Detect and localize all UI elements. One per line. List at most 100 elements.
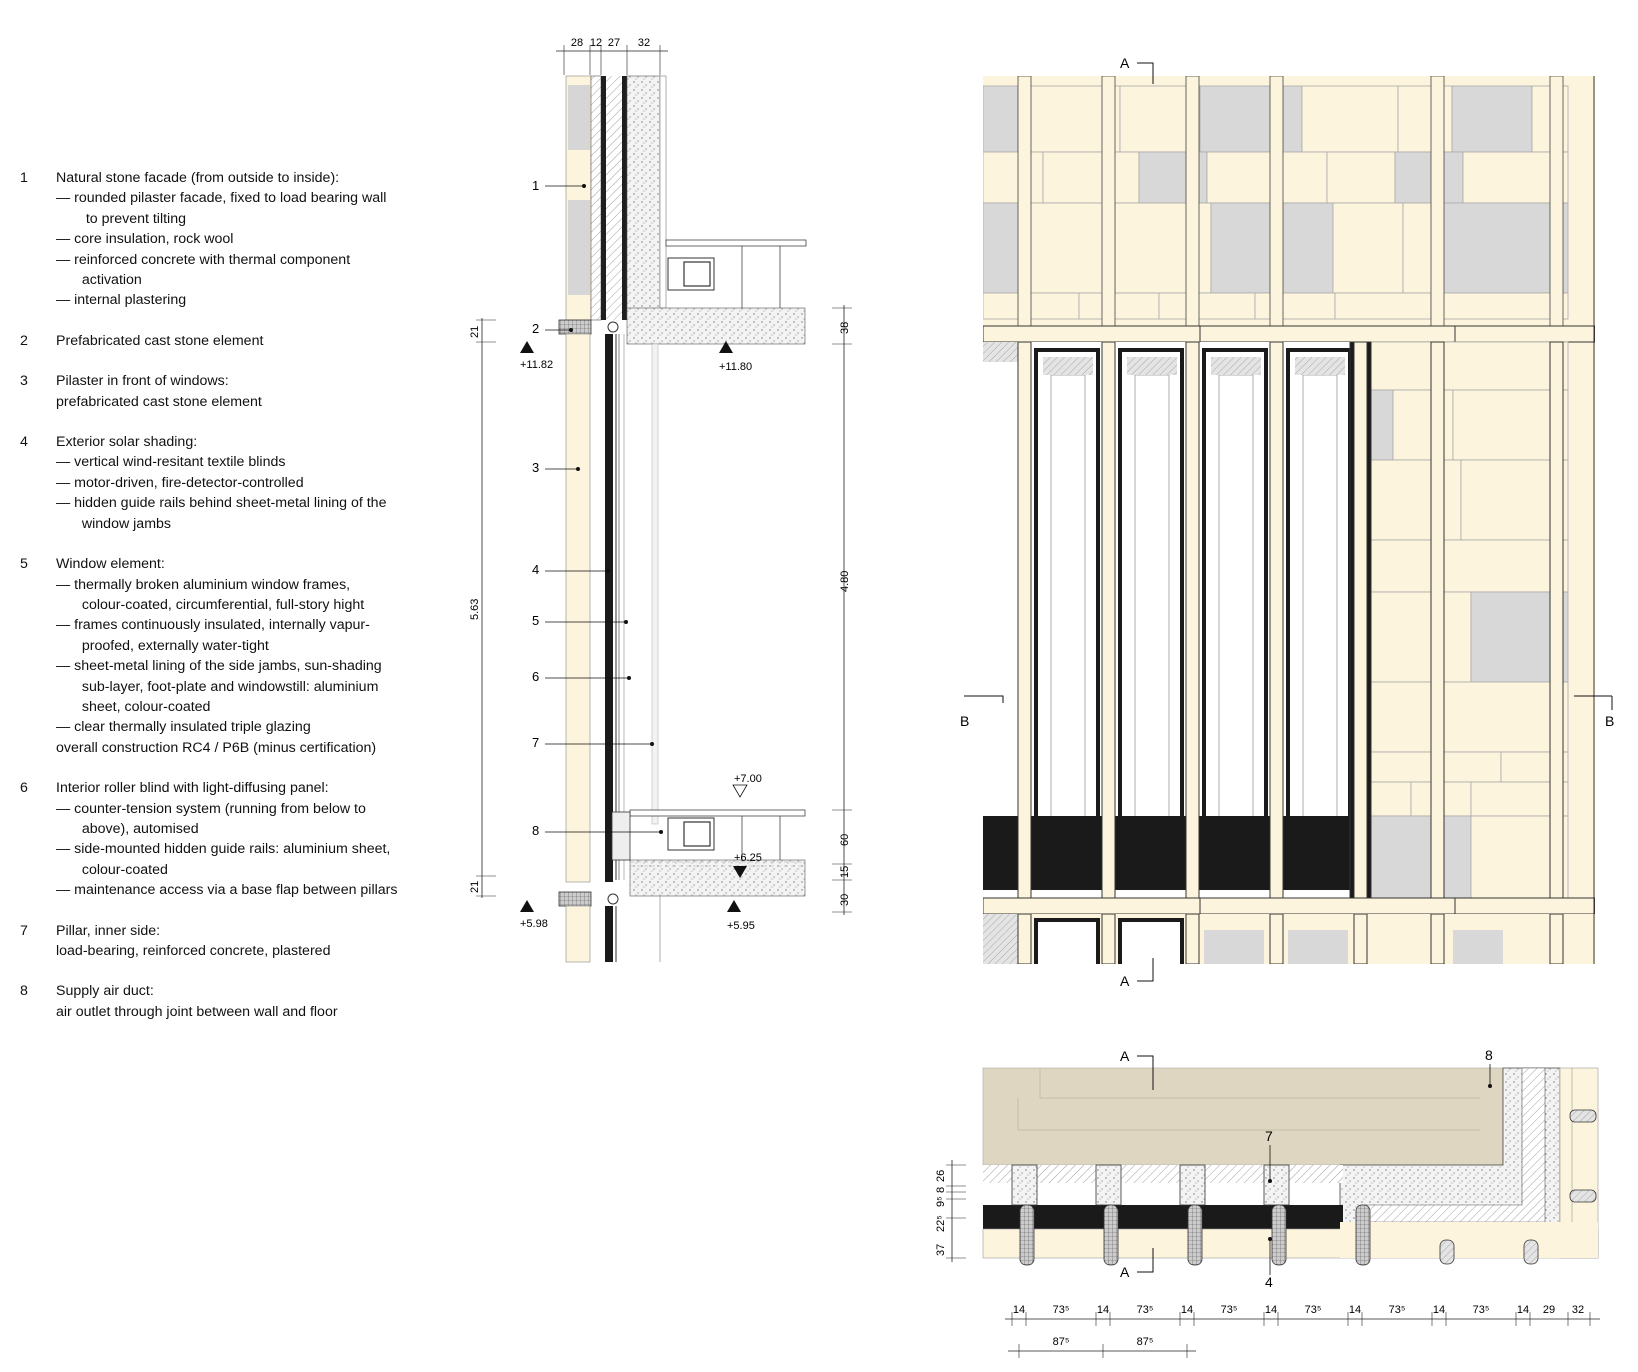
- plan-bottom-dimensions: 14 73⁵ 14 73⁵ 14 73⁵ 14 73⁵ 14 73⁵ 14 73…: [1005, 1304, 1600, 1358]
- plan-bdim-4: 14: [1181, 1304, 1193, 1316]
- legend-item-5: 5 Window element: — thermally broken alumi…: [20, 554, 460, 758]
- elev-cut-a-bottom: A: [1120, 973, 1130, 989]
- section-right-dimensions: 38 4.80 60 15 30: [832, 305, 852, 915]
- plan-bdim-6: 14: [1265, 1304, 1277, 1316]
- legend-number: 7: [20, 922, 28, 939]
- plan-callout-8: 8: [1485, 1047, 1493, 1063]
- legend-line: — hidden guide rails behind sheet-metal …: [56, 495, 387, 532]
- legend-line: — vertical wind-resitant textile blinds: [56, 454, 286, 471]
- legend-body: Pilaster in front of windows:prefabricat…: [56, 371, 460, 412]
- plan-dim-22-5: 22⁵: [935, 1215, 947, 1232]
- legend-heading: Pillar, inner side:: [56, 922, 161, 939]
- legend-heading: Natural stone facade (from outside to in…: [56, 170, 340, 186]
- plan-bdim-8: 14: [1349, 1304, 1361, 1316]
- legend-heading: Interior roller blind with light-diffusi…: [56, 780, 329, 797]
- section-dim-27: 27: [608, 37, 620, 49]
- section-top-dimension: 28 12 27 32: [556, 37, 668, 75]
- level-11-82: +11.82: [520, 359, 553, 371]
- dim-right-30: 30: [839, 894, 851, 906]
- legend-line: air outlet through joint between wall an…: [56, 1003, 338, 1020]
- plan-bdim-9: 73⁵: [1389, 1304, 1406, 1316]
- plan-dim-9-5: 9⁵: [935, 1196, 947, 1207]
- callout-6: 6: [532, 669, 539, 684]
- legend-number: 6: [20, 780, 28, 797]
- legend-body: Pillar, inner side: load-bearing, reinfor…: [56, 921, 460, 962]
- legend-body: Window element: — thermally broken alumin…: [56, 554, 460, 758]
- callout-7: 7: [532, 735, 539, 750]
- window-bays: [983, 342, 1371, 890]
- callout-1: 1: [532, 178, 539, 193]
- legend-item-1: 1 Natural stone facade (from outside to i…: [20, 168, 460, 311]
- dim-right-38: 38: [839, 322, 851, 334]
- legend-number: 5: [20, 556, 28, 573]
- plan-bdim-2: 14: [1097, 1304, 1109, 1316]
- window-pilasters: [1017, 341, 1564, 899]
- section-dim-12: 12: [590, 37, 602, 49]
- upper-cornice-band: [983, 325, 1595, 343]
- pilaster: [565, 333, 591, 883]
- dim-left-21-upper: 21: [469, 326, 481, 338]
- section-levels: +11.82 +11.80 +7.00 +6.25 +5.98 +5.95: [520, 341, 762, 932]
- legend-heading: Window element:: [56, 556, 165, 573]
- legend-line: — counter-tension system (running from b…: [56, 800, 366, 837]
- legend-line: — reinforced concrete with thermal compo…: [56, 251, 351, 289]
- plan-bdim-13: 29: [1543, 1304, 1555, 1316]
- legend-line: — sheet-metal lining of the side jambs, …: [56, 658, 382, 715]
- dim-left-21-lower: 21: [469, 881, 481, 893]
- legend-heading: Exterior solar shading:: [56, 434, 198, 451]
- plan-bdim-1: 73⁵: [1053, 1304, 1070, 1316]
- lower-strip: [983, 913, 1595, 964]
- legend-line: — core insulation, rock wool: [56, 231, 234, 248]
- legend-heading: Pilaster in front of windows:: [56, 373, 229, 390]
- callout-8: 8: [532, 823, 539, 838]
- upper-floor-slab: [626, 307, 806, 345]
- dim-right-60: 60: [839, 834, 851, 846]
- legend-item-7: 7 Pillar, inner side: load-bearing, reinfo…: [20, 921, 460, 962]
- level-6-25: +6.25: [734, 852, 762, 864]
- elev-cut-a-top: A: [1120, 55, 1130, 71]
- vertical-section: 2 8 12 27 32: [469, 37, 852, 963]
- legend-line: load-bearing, reinforced concrete, plast…: [56, 943, 331, 959]
- legend-line: — frames continuously insulated, interna…: [56, 617, 370, 654]
- legend-number: 8: [20, 983, 28, 1000]
- facade-elevation: A A B B: [960, 55, 1614, 989]
- plan-bdim-12: 14: [1517, 1304, 1529, 1316]
- legend-line: — thermally broken aluminium window fram…: [56, 576, 365, 613]
- dim-left-5-63: 5.63: [469, 599, 481, 620]
- plan-callouts: A A 8 7 4: [1120, 1047, 1493, 1290]
- plan-dim-26: 26: [935, 1170, 947, 1182]
- cast-stone-element-upper: [558, 319, 592, 335]
- plan-dim-37: 37: [935, 1244, 947, 1256]
- legend-body: Supply air duct:air outlet through joint…: [56, 981, 460, 1022]
- plan-bdim-7: 73⁵: [1305, 1304, 1322, 1316]
- plan-dim-8: 8: [935, 1187, 947, 1193]
- legend-body: Prefabricated cast stone element: [56, 331, 460, 351]
- level-5-95: +5.95: [727, 920, 755, 932]
- legend-body: Natural stone facade (from outside to in…: [56, 168, 460, 311]
- plan-floor: [982, 1067, 1504, 1166]
- plan-pillars: [1011, 1109, 1597, 1266]
- callout-2: 2: [532, 321, 539, 336]
- section-callouts: 1 2 3 4 5 6 7 8: [532, 178, 663, 838]
- plan-bdim-10: 14: [1433, 1304, 1445, 1316]
- legend-item-8: 8 Supply air duct:air outlet through join…: [20, 981, 460, 1022]
- plan-bdim-14: 32: [1572, 1304, 1584, 1316]
- cast-stone-element-lower: [558, 891, 592, 907]
- solar-shading-section: [605, 334, 613, 882]
- window-storey-stone-blocks: [1370, 341, 1569, 899]
- legend-line: — maintenance access via a base flap bet…: [56, 882, 398, 899]
- plan-cut-a-top: A: [1120, 1048, 1130, 1064]
- callout-3: 3: [532, 460, 539, 475]
- plan-bdim-3: 73⁵: [1137, 1304, 1154, 1316]
- legend-line: — side-mounted hidden guide rails: alumi…: [56, 841, 391, 878]
- legend-item-6: 6 Interior roller blind with light-diffus…: [20, 778, 460, 900]
- section-dim-32: 32: [638, 37, 650, 49]
- legend-number: 1: [20, 170, 28, 186]
- level-7-00: +7.00: [734, 773, 762, 785]
- plan-bdim-0: 14: [1013, 1304, 1025, 1316]
- plan-bdim-11: 73⁵: [1473, 1304, 1490, 1316]
- dim-right-15: 15: [839, 866, 851, 878]
- legend-line: — rounded pilaster facade, fixed to load…: [56, 190, 387, 227]
- legend-body: Exterior solar shading: — vertical wind-r…: [56, 432, 460, 534]
